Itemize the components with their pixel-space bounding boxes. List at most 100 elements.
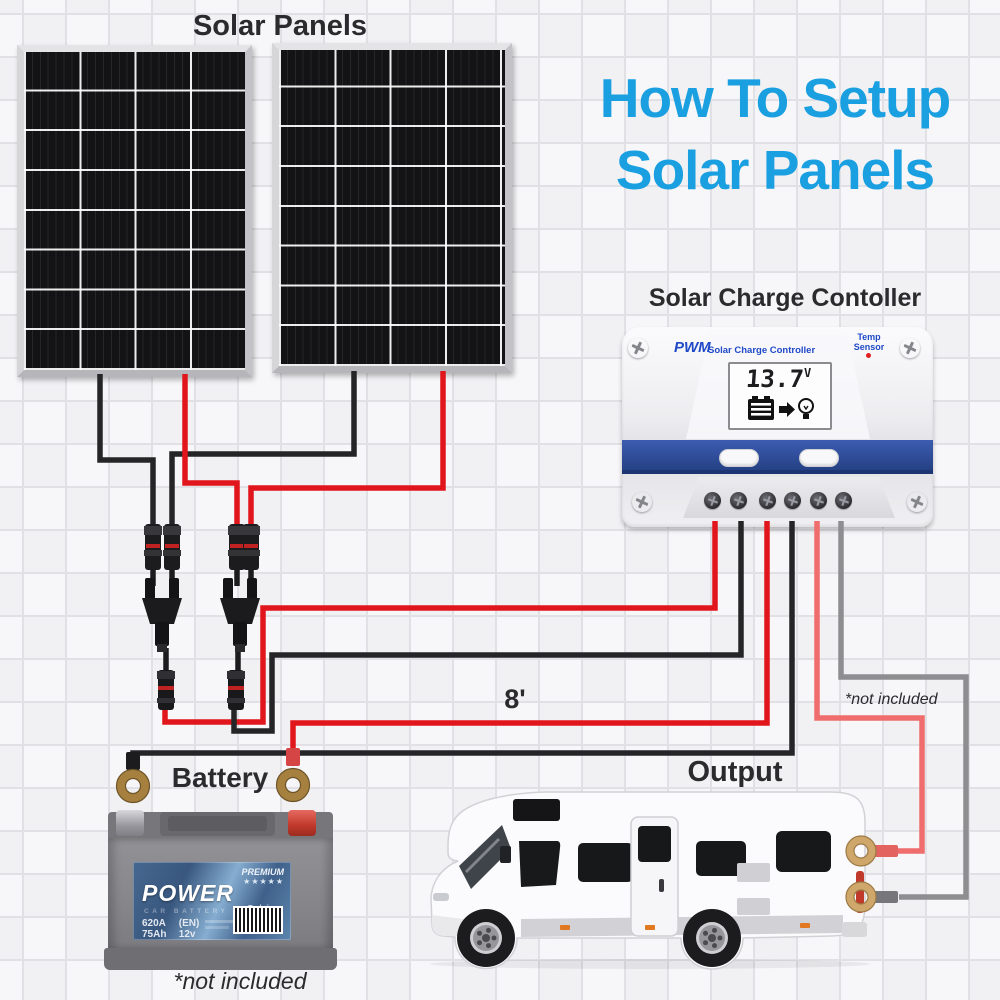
rv-overhang-window xyxy=(513,799,560,821)
temp-sensor-line1: Temp xyxy=(857,332,881,342)
battery-negative-terminal xyxy=(116,810,144,836)
rv-windshield-glare xyxy=(464,837,501,874)
ring-terminal-icon xyxy=(276,768,310,802)
battery-not-included-note: *not included xyxy=(173,968,307,994)
battery-premium-label: PREMIUM xyxy=(241,867,285,877)
controller-button-left[interactable] xyxy=(719,449,759,467)
charge-controller: PWM Solar Charge Controller Temp Sensor … xyxy=(622,327,933,527)
barcode-icon xyxy=(233,906,283,934)
battery-spec-capacity: 75Ah 12v xyxy=(142,929,195,940)
mc4-connector-icon xyxy=(144,524,162,570)
ring-outline xyxy=(124,777,142,795)
controller-blue-band xyxy=(622,440,933,473)
rv-window xyxy=(578,843,633,882)
panel2-positive-wire xyxy=(248,371,446,527)
ring-terminals xyxy=(115,748,898,913)
terminal-screw-icon[interactable] xyxy=(730,492,747,509)
spec-voltage: 12v xyxy=(178,929,196,940)
battery-spec-amps: 620A (EN) xyxy=(142,918,199,929)
battery-brand-subtitle: CAR BATTERY xyxy=(144,908,229,915)
arrow-icon xyxy=(779,402,795,417)
rv-hatch xyxy=(737,863,770,882)
mc4-connector-icon xyxy=(227,670,245,710)
battery-brand: POWER xyxy=(142,880,234,906)
spec-amps: 620A xyxy=(142,918,166,929)
load-negative-lug-sleeve xyxy=(874,891,898,903)
rv-door-window xyxy=(638,826,671,862)
terminal-screw-icon[interactable] xyxy=(704,492,721,509)
battery-base xyxy=(104,948,337,970)
output-not-included-note: *not included xyxy=(845,691,938,708)
wire-length-label: 8' xyxy=(504,684,526,714)
rv-rear-wheel xyxy=(683,909,741,967)
rv-illustration xyxy=(430,791,870,970)
lcd-display: 13.7 V xyxy=(728,362,832,430)
rv-windshield xyxy=(459,825,511,889)
load-negative-wire xyxy=(838,521,969,900)
main-title: How To Setup Solar Panels xyxy=(545,62,1000,206)
main-title-line2: Solar Panels xyxy=(615,139,935,201)
pv-negative-run xyxy=(231,521,744,734)
battery-handle-recess xyxy=(168,816,267,831)
lcd-charge-icons xyxy=(748,396,814,420)
battery-negative-lug-sleeve xyxy=(126,752,140,770)
mc4-connector-icon xyxy=(157,670,175,710)
panel1-negative-wire xyxy=(97,374,156,527)
ring-terminal-icon xyxy=(846,836,876,866)
rv-shadow xyxy=(430,959,870,969)
y-branch-connector-icon xyxy=(220,578,260,652)
terminal-screw-icon[interactable] xyxy=(835,492,852,509)
temp-sensor-led xyxy=(866,353,871,358)
panel2-negative-wire xyxy=(169,371,357,527)
controller-mode-label: PWM xyxy=(674,339,711,356)
rv-skirt xyxy=(521,915,843,937)
solar-panels-heading: Solar Panels xyxy=(192,10,368,42)
battery-stars: ★★★★★ xyxy=(243,877,284,886)
battery-fine-print xyxy=(205,920,235,923)
rv-marker-light xyxy=(645,925,655,930)
rv-rear-bumper xyxy=(842,922,867,937)
output-heading: Output xyxy=(687,756,783,788)
load-positive-wire xyxy=(814,521,925,854)
ring-outline xyxy=(853,889,869,905)
y-branch-connector-icon xyxy=(142,578,182,652)
battery-fine-print xyxy=(205,926,229,929)
ring-outline xyxy=(845,881,877,913)
rv-marker-light xyxy=(560,925,570,930)
battery-positive-lug-sleeve xyxy=(286,748,300,766)
solar-panel-left xyxy=(17,45,252,377)
mc4-connector-icon xyxy=(163,524,181,570)
main-title-line1: How To Setup xyxy=(599,67,952,129)
rv-hatch xyxy=(737,898,770,915)
controller-band-shadow xyxy=(622,470,933,474)
temp-sensor-label: Temp Sensor xyxy=(840,332,898,352)
battery-heading: Battery xyxy=(171,762,269,793)
lcd-voltage-unit: V xyxy=(804,366,812,380)
controller-subtitle: Solar Charge Controller xyxy=(708,345,816,356)
solar-panel-cells xyxy=(24,52,245,370)
rv-window xyxy=(696,841,746,876)
terminal-screw-icon[interactable] xyxy=(784,492,801,509)
ring-terminal-icon xyxy=(116,769,150,803)
battery-positive-wire xyxy=(290,521,770,750)
spec-capacity: 75Ah xyxy=(142,929,167,940)
ring-outline xyxy=(845,835,877,867)
battery-unit: PREMIUM ★★★★★ POWER CAR BATTERY Calcium … xyxy=(104,810,337,970)
controller-button-right[interactable] xyxy=(799,449,839,467)
terminal-screw-icon[interactable] xyxy=(759,492,776,509)
solar-panel-right xyxy=(272,43,512,373)
mc4-connector-group xyxy=(142,524,260,710)
rv-front-wheel xyxy=(457,909,515,967)
ring-outline xyxy=(275,767,311,803)
panel1-positive-wire xyxy=(182,374,240,527)
pv-positive-run xyxy=(162,521,718,725)
solar-panel-cells xyxy=(279,50,505,366)
mc4-connector-icon xyxy=(242,524,260,570)
connector-stub xyxy=(150,568,254,676)
battery-icon xyxy=(748,396,774,420)
battery-label: PREMIUM ★★★★★ POWER CAR BATTERY Calcium … xyxy=(133,862,291,940)
terminal-screw-icon[interactable] xyxy=(810,492,827,509)
rv-mirror xyxy=(500,846,511,863)
rv-headlight xyxy=(433,893,449,901)
